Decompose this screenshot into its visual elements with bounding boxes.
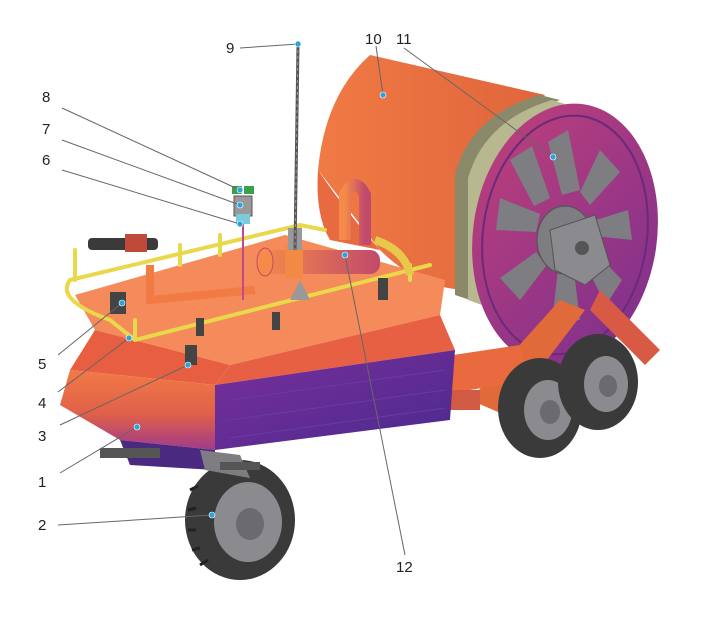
front-bogie [100, 448, 260, 470]
svg-text:2: 2 [38, 517, 46, 534]
callout-5: 5 [38, 299, 126, 373]
callout-4: 4 [38, 334, 133, 412]
svg-text:5: 5 [38, 356, 46, 373]
callout-6: 6 [42, 152, 244, 228]
callout-2: 2 [38, 511, 216, 534]
svg-text:6: 6 [42, 152, 50, 169]
antenna [293, 43, 300, 251]
callout-1: 1 [38, 423, 141, 491]
svg-text:8: 8 [42, 89, 50, 106]
svg-text:4: 4 [38, 395, 46, 412]
svg-text:12: 12 [396, 559, 413, 576]
svg-text:9: 9 [226, 40, 234, 57]
callout-11: 11 [396, 31, 557, 161]
hose-windings [455, 95, 565, 305]
water-piping [88, 179, 414, 305]
svg-text:10: 10 [365, 31, 382, 48]
rear-wheel-2 [558, 334, 638, 430]
svg-text:3: 3 [38, 428, 46, 445]
callout-8: 8 [42, 89, 244, 194]
svg-text:11: 11 [396, 31, 412, 48]
callout-9: 9 [226, 40, 302, 57]
callouts: 1 2 3 4 5 6 7 [38, 31, 557, 576]
front-wheel [185, 450, 295, 580]
callout-7: 7 [42, 121, 244, 209]
callout-10: 10 [365, 31, 387, 99]
callout-12: 12 [341, 251, 413, 576]
side-equipment [110, 278, 388, 365]
svg-text:7: 7 [42, 121, 50, 138]
hose-drum-cover [317, 55, 545, 290]
svg-text:1: 1 [38, 474, 46, 491]
callout-3: 3 [38, 361, 192, 445]
